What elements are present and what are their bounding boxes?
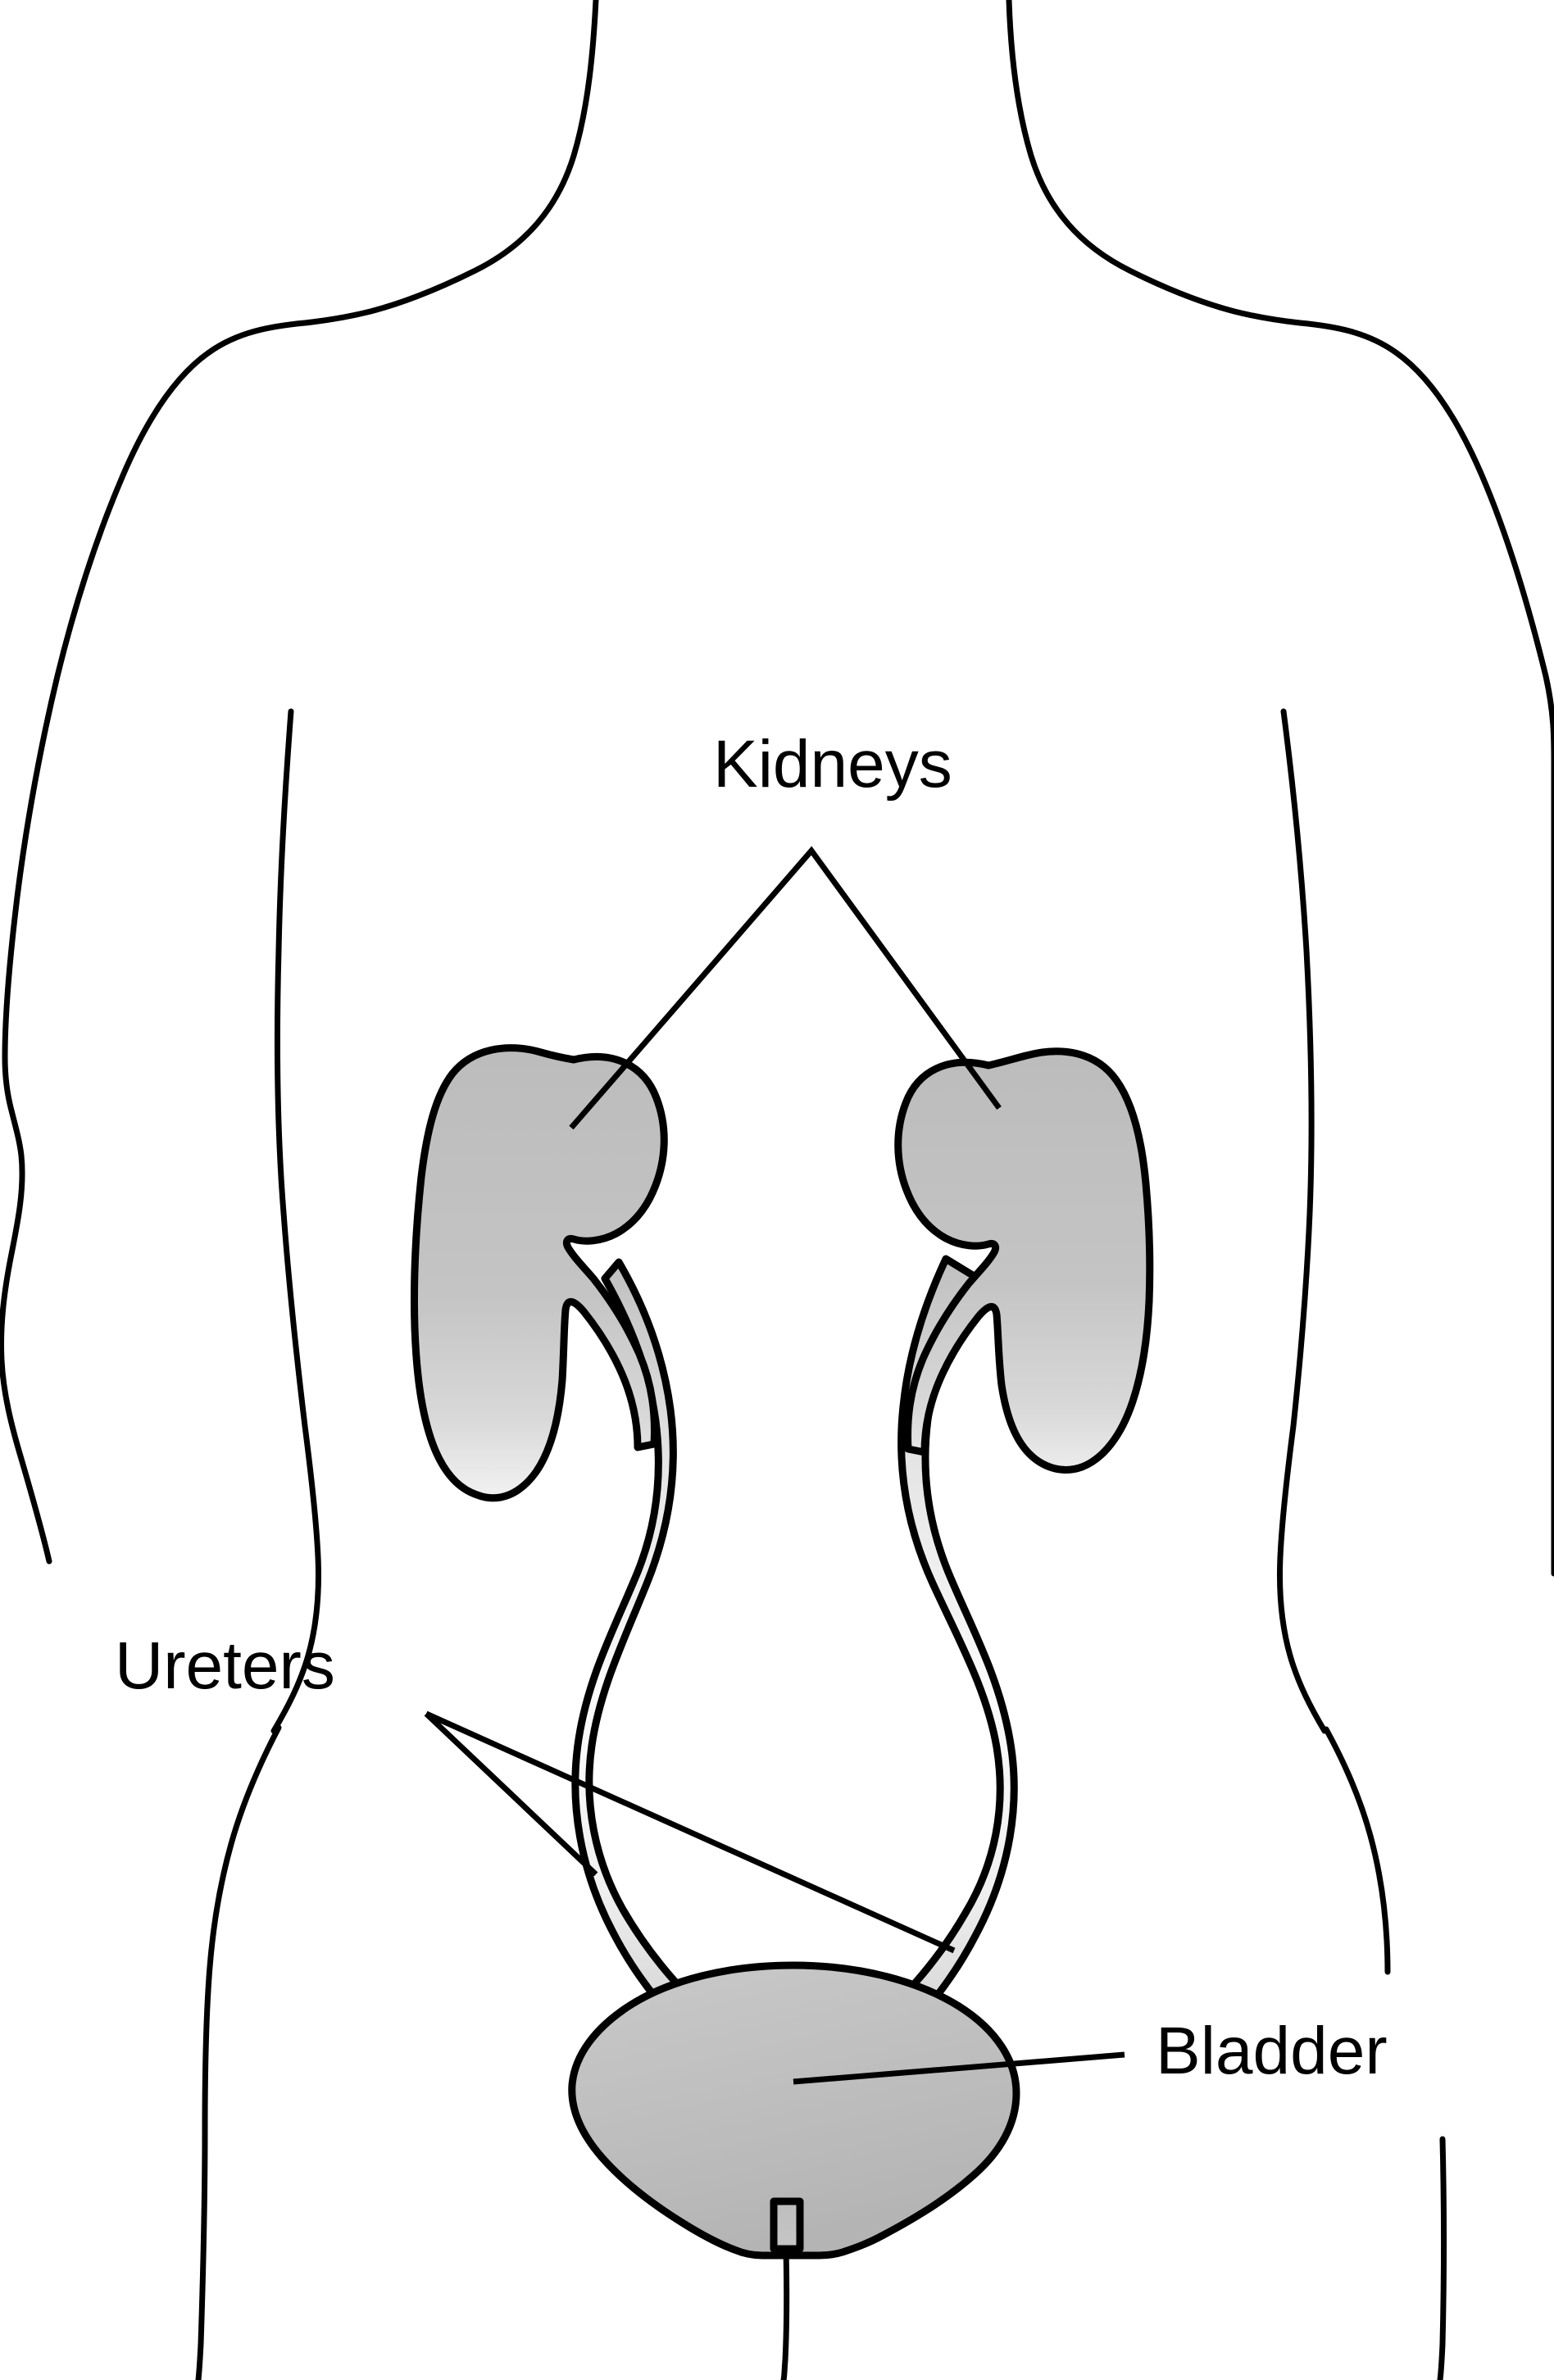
ureters-leader-line-right (425, 1710, 956, 1954)
urethra (770, 2197, 804, 2253)
leader-lines-group (424, 846, 1125, 2085)
label-ureters: Ureters (115, 1628, 335, 1703)
kidneys-leader-line (569, 846, 1002, 1130)
body-right-hip-leg-line (1323, 1726, 1391, 1975)
label-bladder: Bladder (1156, 2014, 1388, 2088)
label-kidneys: Kidneys (713, 727, 952, 802)
body-left-upper-outline (0, 0, 599, 1565)
labels-group: Kidneys Ureters Bladder (115, 727, 1388, 2088)
body-right-leg-lower-line (1437, 2136, 1447, 2380)
body-right-upper-outline (1006, 0, 1554, 1577)
body-left-hip-leg-line (195, 1724, 282, 2380)
kidney-right (894, 1047, 1154, 1474)
body-center-inner-leg-line (780, 2246, 790, 2380)
bladder-leader-line (793, 2051, 1125, 2085)
body-left-torso-line (270, 708, 321, 1734)
kidney-left (410, 1044, 668, 1502)
body-right-torso-line (1277, 708, 1328, 1734)
ureters-leader-line-left (424, 1711, 598, 1877)
